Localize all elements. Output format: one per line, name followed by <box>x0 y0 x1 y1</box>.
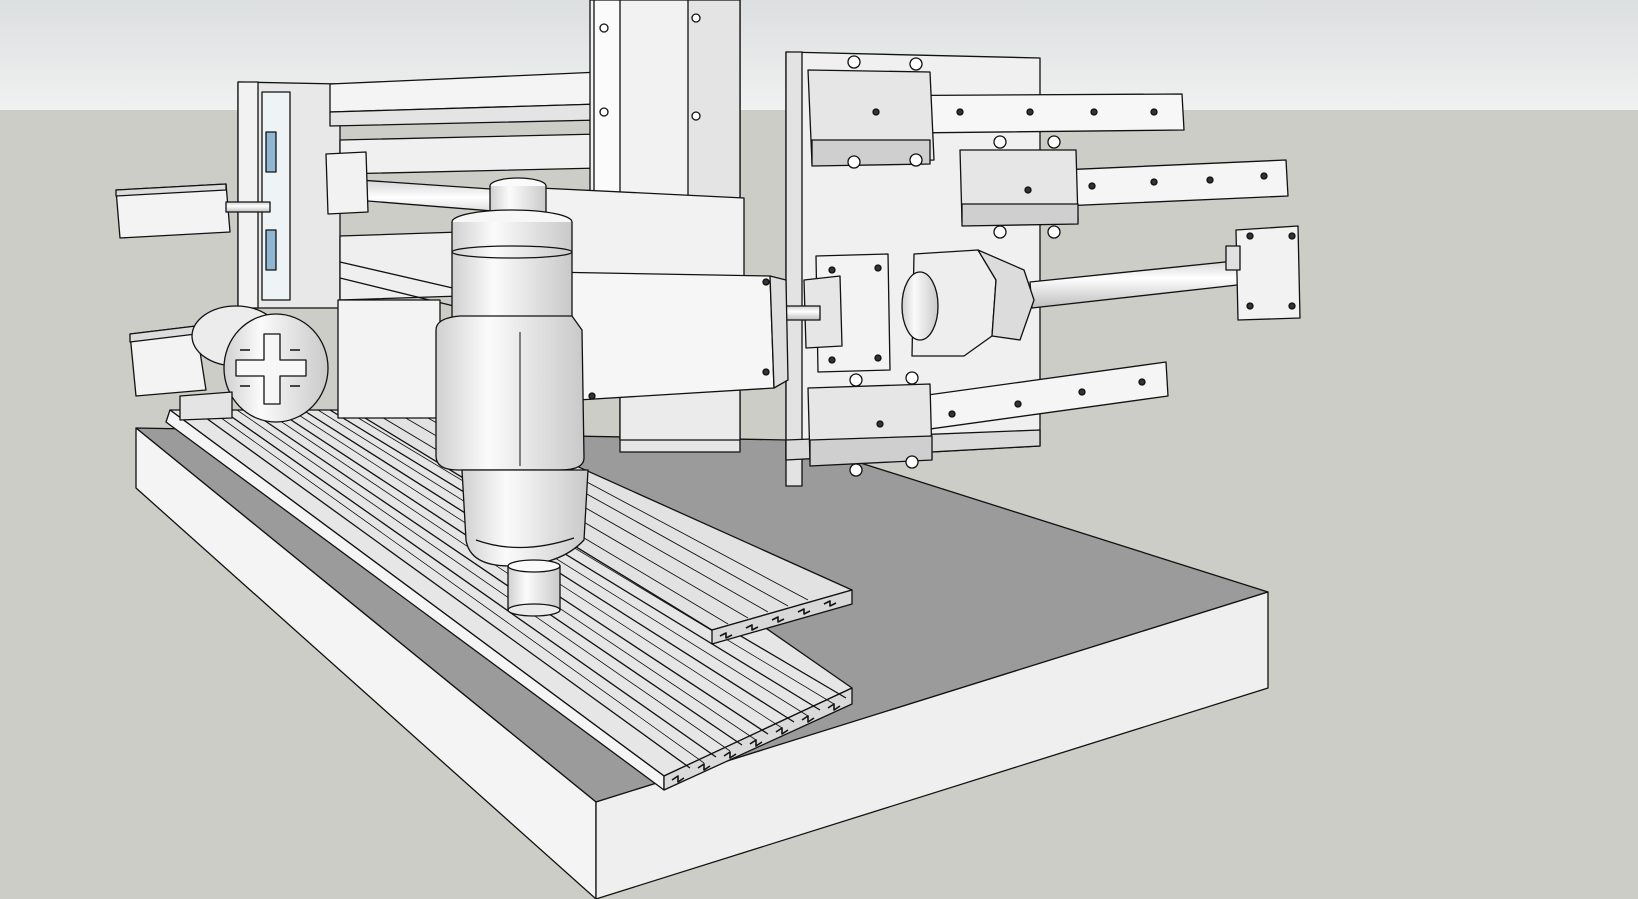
linear-rails <box>807 55 1289 477</box>
base-front-face <box>135 427 597 899</box>
rotary-axis <box>129 305 329 423</box>
left-motor-box <box>115 183 271 239</box>
base-right-face <box>595 591 1269 899</box>
spindle <box>435 177 589 617</box>
ballscrew-assembly <box>779 225 1301 373</box>
spindle-carriage <box>539 187 789 401</box>
left-carriage <box>237 71 601 419</box>
